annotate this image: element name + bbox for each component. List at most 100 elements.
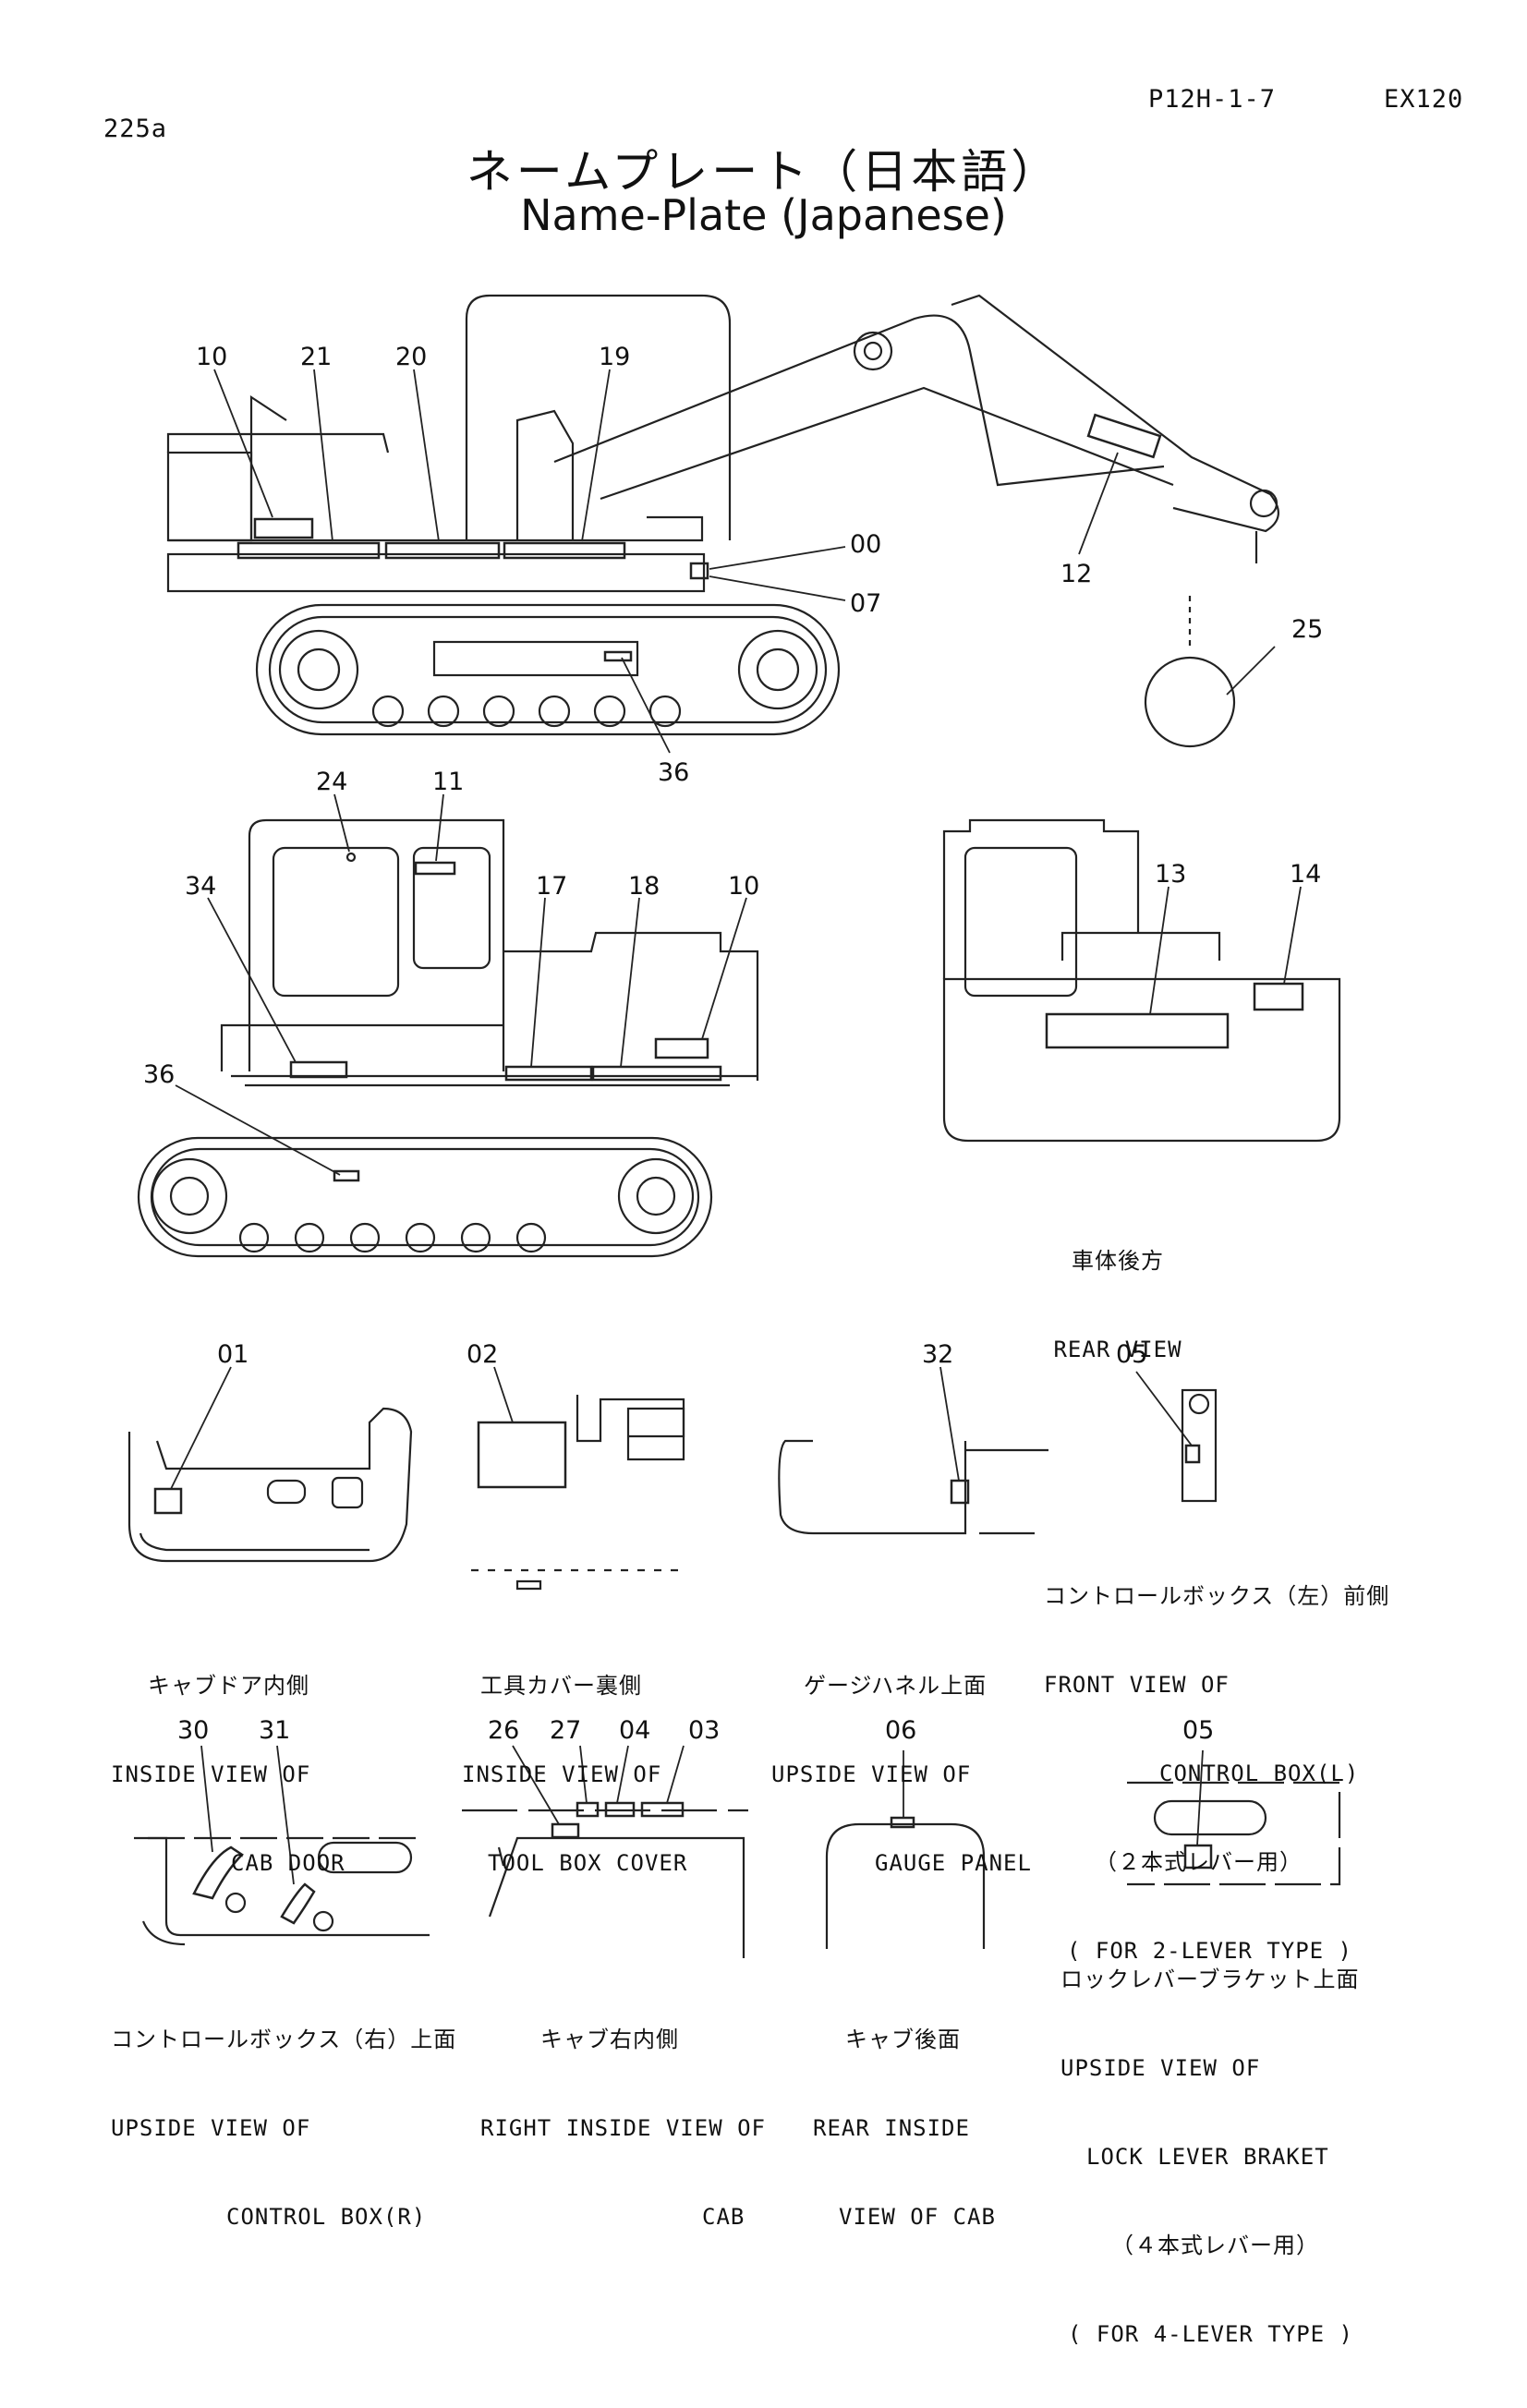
callout-21: 21 [300, 343, 332, 371]
doc-code: P12H-1-7 [1148, 85, 1277, 114]
callout-01: 01 [217, 1340, 248, 1369]
caption-line: CONTROL BOX(L) [1159, 1761, 1360, 1786]
callout-18: 18 [628, 872, 660, 901]
callout-36-front: 36 [143, 1060, 175, 1089]
callout-05-lock: 05 [1182, 1716, 1214, 1745]
hood-line [249, 394, 287, 540]
callout-24: 24 [316, 768, 347, 796]
caption-gauge-panel: ゲージハネル上面 UPSIDE VIEW OF GAUGE PANEL [771, 1612, 1032, 1937]
caption-line: CONTROL BOX(R) [226, 2204, 427, 2230]
caption-line: UPSIDE VIEW OF [771, 1761, 972, 1787]
counterweight [166, 451, 253, 542]
front-track [137, 1136, 713, 1258]
callout-27: 27 [550, 1716, 581, 1745]
callout-26: 26 [488, 1716, 519, 1745]
plate-04 [604, 1801, 636, 1818]
caption-line: キャブ右内側 [540, 2027, 679, 2052]
caption-rear-view: 車体後方 REAR VIEW [1007, 1187, 1229, 1423]
plate-36-front [333, 1169, 360, 1182]
caption-lock-lever: ロックレバーブラケット上面 UPSIDE VIEW OF LOCK LEVER … [1060, 1906, 1360, 2408]
callout-34: 34 [185, 872, 216, 901]
caption-tool-box: 工具カバー裏側 INSIDE VIEW OF TOOL BOX COVER [462, 1612, 687, 1937]
plate-03 [640, 1801, 685, 1818]
caption-line: UPSIDE VIEW OF [1060, 2055, 1261, 2081]
caption-line: キャブドア内側 [148, 1673, 309, 1699]
callout-12: 12 [1060, 560, 1092, 588]
front-view-excavator: 24 11 34 17 18 10 36 [137, 768, 759, 1258]
side-rollers [371, 695, 682, 728]
page-title-en: Name-Plate (Japanese) [520, 190, 1007, 240]
caption-cab-right: キャブ右内側 RIGHT INSIDE VIEW OF CAB [480, 1966, 766, 2291]
caption-line: コントロールボックス（左）前側 [1044, 1583, 1390, 1609]
upper-frame [166, 552, 706, 593]
arm [951, 294, 1279, 533]
plate-25-round [1144, 656, 1236, 748]
rear-counterweight [942, 977, 1341, 1143]
front-leaders [175, 793, 747, 1176]
caption-line: GAUGE PANEL [875, 1850, 1032, 1876]
caption-line: （４本式レバー用） [1111, 2233, 1319, 2258]
caption-line: UPSIDE VIEW OF [111, 2115, 311, 2141]
caption-cab-rear: キャブ後面 REAR INSIDE VIEW OF CAB [813, 1966, 996, 2291]
model-code: EX120 [1384, 85, 1464, 114]
drawing-canvas: 10 21 20 19 00 07 12 25 36 [127, 294, 1341, 1958]
plate-24 [345, 852, 357, 863]
plate-10-front [654, 1037, 709, 1059]
page-number: 225a [103, 115, 168, 143]
caption-line: （２本式レバー用） [1095, 1849, 1303, 1875]
plate-10-side [253, 517, 314, 539]
callout-02: 02 [467, 1340, 498, 1369]
detail-cab-rear: 06 [825, 1716, 986, 1949]
caption-line: RIGHT INSIDE VIEW OF [480, 2115, 766, 2141]
plate-17 [504, 1065, 593, 1082]
plate-14 [1253, 982, 1304, 1011]
front-body [503, 931, 759, 1081]
caption-line: FRONT VIEW OF [1044, 1672, 1230, 1698]
side-view-excavator: 10 21 20 19 00 07 12 25 36 [166, 294, 1323, 787]
callout-05-l: 05 [1116, 1340, 1147, 1369]
caption-control-box-l: コントロールボックス（左）前側 FRONT VIEW OF CONTROL BO… [1044, 1522, 1389, 2025]
page-title-jp: ネームプレート（日本語） [466, 145, 1061, 199]
front-rollers [238, 1222, 547, 1253]
side-leaders [213, 369, 1119, 754]
callout-31: 31 [259, 1716, 290, 1745]
callout-25: 25 [1291, 615, 1323, 644]
boom [553, 314, 1165, 487]
caption-line: INSIDE VIEW OF [111, 1761, 311, 1787]
caption-line: ( FOR 2-LEVER TYPE ) [1067, 1938, 1352, 1964]
caption-line: コントロールボックス（右）上面 [111, 2027, 457, 2052]
caption-line: 工具カバー裏側 [480, 1673, 642, 1699]
detail-control-box-r: 30 31 [134, 1716, 430, 1946]
caption-line: CAB DOOR [231, 1850, 345, 1876]
plate-21 [236, 541, 381, 560]
plate-11 [414, 861, 456, 876]
callout-06: 06 [885, 1716, 916, 1745]
plate-19 [503, 541, 626, 560]
detail-cab-right: 26 27 04 03 [462, 1716, 748, 1958]
cab-outline [465, 294, 732, 540]
detail-tool-box: 02 [467, 1340, 685, 1591]
caption-line: VIEW OF CAB [839, 2204, 996, 2230]
callout-07: 07 [850, 589, 881, 618]
caption-line: LOCK LEVER BRAKET [1086, 2144, 1329, 2170]
caption-line: 車体後方 [1072, 1248, 1164, 1274]
plate-30 [192, 1845, 244, 1900]
detail-gauge-panel: 32 [778, 1340, 1048, 1535]
caption-line: ゲージハネル上面 [804, 1673, 988, 1699]
caption-line: REAR INSIDE [813, 2115, 970, 2141]
callout-03: 03 [688, 1716, 720, 1745]
rear-view-excavator: 13 14 [942, 818, 1341, 1143]
callout-10-front: 10 [728, 872, 759, 901]
detail-cab-door: 01 [127, 1340, 413, 1563]
callout-11: 11 [432, 768, 464, 796]
plate-18 [591, 1065, 722, 1082]
plate-00-07 [689, 562, 709, 580]
callout-36-side: 36 [658, 758, 689, 787]
detail-lock-lever: 05 [1127, 1716, 1341, 1886]
caption-cab-door: キャブドア内側 INSIDE VIEW OF CAB DOOR [111, 1612, 345, 1937]
caption-line: ロックレバーブラケット上面 [1060, 1966, 1360, 1992]
callout-00: 00 [850, 530, 881, 559]
plate-05-l [1184, 1444, 1201, 1464]
callout-13: 13 [1155, 860, 1186, 889]
plate-01 [153, 1487, 183, 1515]
